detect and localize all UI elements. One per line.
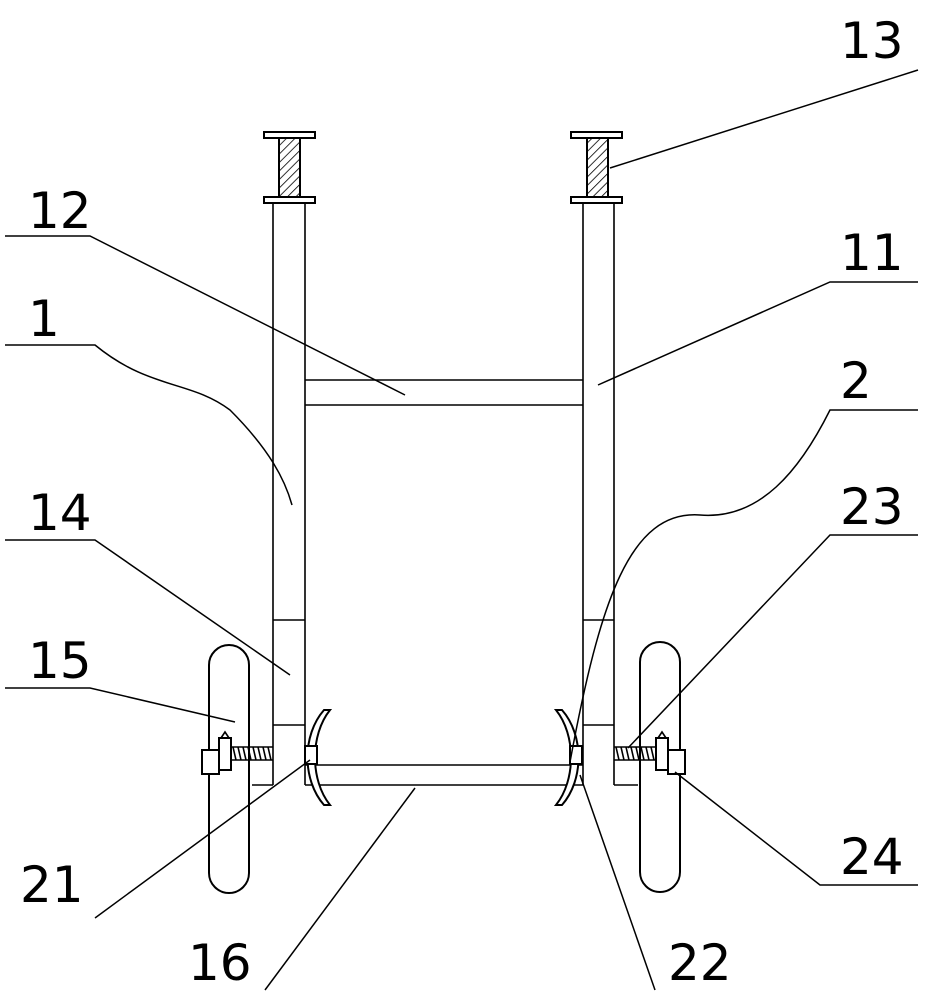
label-13: 13 (840, 12, 904, 70)
label-16: 16 (188, 934, 252, 992)
left-spring (231, 746, 273, 761)
crossbar (305, 379, 583, 406)
right-clamp (553, 709, 583, 806)
leader-24 (674, 771, 918, 886)
leader-11 (597, 281, 918, 386)
label-21: 21 (20, 856, 84, 914)
leader-21 (94, 759, 311, 919)
label-11: 11 (840, 224, 904, 282)
left-knob (201, 730, 232, 775)
leader-lines (5, 69, 919, 991)
right-post (582, 203, 615, 785)
leader-14 (5, 539, 291, 676)
right-spring (614, 746, 656, 761)
label-15: 15 (28, 632, 92, 690)
left-clamp (304, 709, 333, 806)
left-post (272, 203, 306, 785)
leader-1 (5, 344, 293, 506)
leader-16 (264, 787, 416, 991)
leader-2 (569, 409, 918, 763)
leader-13 (609, 69, 919, 169)
right-knob (655, 730, 686, 775)
leader-22 (579, 774, 656, 991)
left-handle (263, 131, 316, 204)
leader-12 (5, 235, 406, 396)
label-23: 23 (840, 478, 904, 536)
right-handle (570, 131, 623, 204)
axle (252, 764, 638, 786)
label-2: 2 (840, 352, 872, 410)
label-24: 24 (840, 828, 904, 886)
label-1: 1 (28, 290, 60, 348)
leader-23 (627, 534, 918, 749)
label-14: 14 (28, 484, 92, 542)
label-12: 12 (28, 182, 92, 240)
leader-15 (5, 687, 236, 723)
label-22: 22 (668, 934, 732, 992)
